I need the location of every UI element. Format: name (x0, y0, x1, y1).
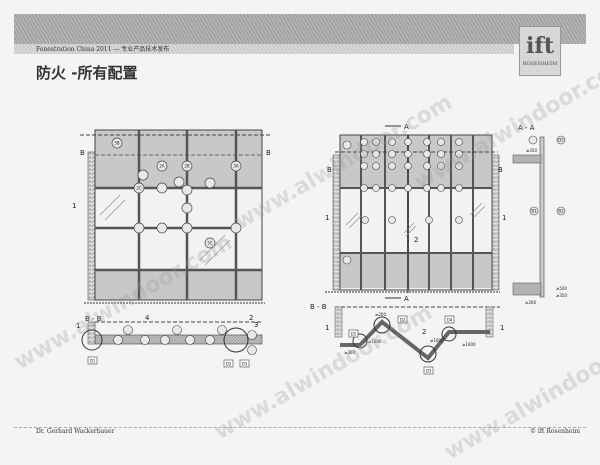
node-label: 5C (207, 241, 213, 246)
section-mark-b-left: B (80, 149, 85, 157)
callout-1: 1 (500, 324, 504, 332)
node-label: 2C (136, 186, 142, 191)
header-band (14, 14, 586, 44)
slide-title: 防火 -所有配置 (36, 64, 138, 82)
dim-label: ≥300 (344, 350, 355, 355)
detail-label: D4 (447, 318, 453, 323)
technical-drawings: 2C 2A 2B 3A 5B 5C B B 1 D1 D2 D3 (72, 123, 567, 375)
section-label-bb: B - B (310, 303, 327, 311)
ift-logo: ift ROSENHEIM (519, 26, 561, 76)
callout-2: 2 (249, 314, 253, 322)
right-plan-section: B - B D1 D2 D3 D4 ≥200 ≥300 ≥1000 ≥1000 … (310, 303, 504, 375)
right-elevation: A A B B 1 1 2 (325, 123, 506, 303)
dim-label: ≥1000 (430, 338, 444, 343)
header-subband (14, 44, 514, 54)
node-label: 5B (114, 141, 120, 146)
callout-1: 1 (502, 214, 506, 222)
detail-label: D3 (426, 369, 432, 374)
section-mark-b-left: B (327, 166, 332, 174)
node-label: B2 (558, 209, 564, 214)
section-mark-a-top: A (404, 123, 409, 131)
dim-label: ≥200 (525, 300, 536, 305)
detail-label: D1 (90, 359, 96, 364)
callout-1: 1 (76, 322, 80, 330)
dim-label: ≥1000 (368, 339, 382, 344)
node-label: 2A (159, 164, 165, 169)
detail-label: D1 (351, 332, 357, 337)
dim-label: ≥200 (375, 312, 386, 317)
dim-label: ≥350 (526, 148, 537, 153)
dim-label: ≥500 (556, 286, 567, 291)
section-label-aa: A - A (518, 124, 535, 132)
node-label: B1 (531, 209, 537, 214)
footer-author: Dr. Gerhard Wackerbauer (36, 428, 115, 435)
callout-1: 1 (72, 202, 76, 210)
node-label: 2B (184, 164, 190, 169)
section-mark-b-right: B (498, 166, 503, 174)
callout-1: 1 (325, 324, 329, 332)
callout-2: 2 (414, 236, 418, 244)
dim-label: ≥1000 (462, 342, 476, 347)
section-mark-b-right: B (266, 149, 271, 157)
node-label: D5 (558, 138, 564, 143)
left-elevation: 2C 2A 2B 3A 5B 5C B B 1 (72, 129, 271, 304)
footer-divider (14, 427, 586, 428)
callout-1: 1 (325, 214, 329, 222)
left-plan-section: D1 D2 D3 B - B 1 2 3 4 (76, 314, 263, 368)
dim-label: ≥350 (556, 293, 567, 298)
section-a-a: A - A D5 B1 B2 ≥350 ≥500 ≥350 ≥200 (512, 124, 567, 305)
callout-2: 2 (422, 328, 426, 336)
conference-name: Fenestration China 2011 — 专业产品技术发布 (36, 46, 170, 53)
footer-copyright: © ift Rosenheim (530, 428, 581, 435)
section-label-bb-left: B - B (85, 315, 102, 323)
node-label: 3A (233, 164, 239, 169)
detail-label: D3 (242, 362, 248, 367)
callout-4: 4 (145, 314, 150, 322)
detail-label: D2 (226, 362, 232, 367)
detail-label: D2 (400, 318, 406, 323)
callout-3: 3 (254, 321, 258, 329)
section-mark-a-bottom: A (404, 295, 409, 303)
